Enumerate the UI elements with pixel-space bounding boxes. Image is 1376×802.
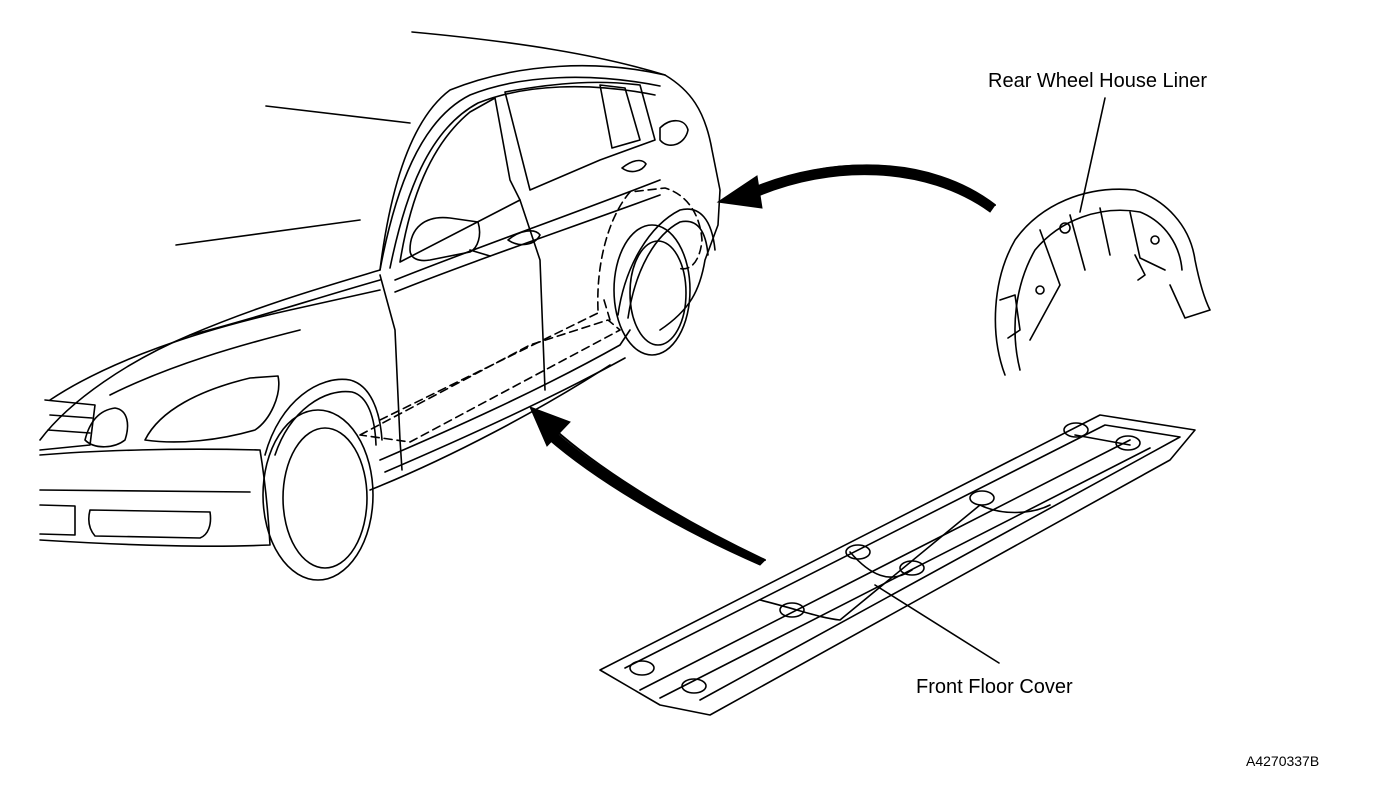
wheel-liner-clip	[1059, 222, 1071, 234]
fog-light-icon	[88, 509, 212, 539]
front-floor-cover-part	[599, 414, 1196, 716]
floor-cover-mount	[681, 678, 707, 694]
wheel-liner-rib	[1129, 211, 1166, 271]
car-grille	[49, 414, 93, 419]
car-lower-body	[369, 364, 611, 491]
car-hood-line	[109, 329, 301, 396]
car-roof-pillar-inner	[389, 85, 656, 269]
figure-code: A4270337B	[1246, 753, 1320, 769]
floor-cover-mount	[899, 560, 925, 576]
car-door-line	[519, 199, 546, 391]
wheel-liner-rib	[1099, 207, 1111, 256]
car-bumper-line	[39, 489, 251, 493]
wheel-liner-rib	[1029, 229, 1061, 341]
car-front-fender-inner	[274, 390, 377, 456]
arrow-band-rear	[751, 164, 996, 213]
mirror-icon	[409, 216, 481, 262]
arrowhead-icon	[529, 406, 571, 447]
wheel-liner-clip	[1035, 285, 1045, 295]
wheel-liner-location	[597, 187, 703, 311]
front-wheel-inner	[282, 427, 368, 569]
floor-cover-mount	[779, 602, 805, 618]
car-body-outline	[39, 64, 721, 441]
headlight-icon	[144, 375, 280, 443]
floor-cover-mount	[845, 544, 871, 560]
floor-cover-location	[379, 311, 601, 421]
floor-cover-mount	[969, 490, 995, 506]
car-rear-fender	[617, 208, 716, 316]
wheel-liner-clip	[1150, 235, 1160, 245]
car-illustration	[39, 31, 721, 581]
floor-cover-mount	[629, 660, 655, 676]
car-windshield-base	[189, 279, 381, 336]
floor-cover-rib	[1074, 434, 1131, 446]
floor-cover-rib	[759, 504, 1051, 621]
arrowhead-icon	[716, 175, 763, 209]
car-front-window	[399, 97, 521, 263]
wheel-liner-bracket	[1134, 254, 1146, 281]
car-rocker-panel	[379, 329, 631, 461]
wheel-liner-location	[603, 299, 611, 321]
rear-wheel-house-liner-leader	[1079, 97, 1106, 213]
floor-cover-mount	[1063, 422, 1089, 438]
car-grille	[47, 429, 91, 434]
car-roof-line	[411, 31, 666, 76]
car-door-line	[379, 274, 403, 471]
arrow-to-front-floor	[552, 427, 766, 561]
headlight-icon	[84, 407, 129, 448]
car-rear-fender-inner	[627, 220, 709, 319]
car-mirror-stem	[469, 249, 491, 257]
rear-wheel-icon	[613, 224, 691, 356]
car-grille	[39, 399, 96, 451]
rear-wheel-house-liner-label: Rear Wheel House Liner	[988, 70, 1207, 92]
car-rocker-panel	[384, 357, 626, 473]
car-rear-window	[504, 81, 656, 191]
wheel-liner-flange	[999, 294, 1021, 339]
front-floor-cover-leader	[874, 584, 1000, 664]
floor-cover-inner-edge	[624, 424, 1181, 701]
rear-wheel-inner	[629, 240, 687, 346]
wheel-liner-outline	[994, 188, 1211, 376]
car-bumper-slot	[39, 504, 76, 536]
car-front-fender	[264, 378, 383, 456]
floor-cover-outline	[599, 414, 1196, 716]
car-rear-quarter-window	[599, 84, 641, 149]
floor-cover-mount	[1115, 435, 1141, 451]
car-fuel-door	[659, 119, 689, 146]
car-belt-line	[394, 179, 661, 281]
front-wheel-icon	[262, 409, 374, 581]
car-roof-pillar	[379, 76, 661, 271]
car-reflection-line	[265, 105, 411, 124]
car-bumper	[39, 448, 271, 547]
floor-cover-rail	[639, 439, 1131, 691]
car-door-handle	[621, 159, 647, 173]
car-hood-line	[49, 289, 381, 401]
rear-wheel-house-liner-part	[994, 188, 1211, 376]
wheel-liner-rib	[1069, 214, 1086, 271]
car-door-handle	[507, 230, 541, 246]
wheel-liner-inner-edge	[1014, 209, 1183, 371]
front-floor-cover-label: Front Floor Cover	[916, 676, 1073, 698]
car-reflection-line	[175, 219, 361, 246]
